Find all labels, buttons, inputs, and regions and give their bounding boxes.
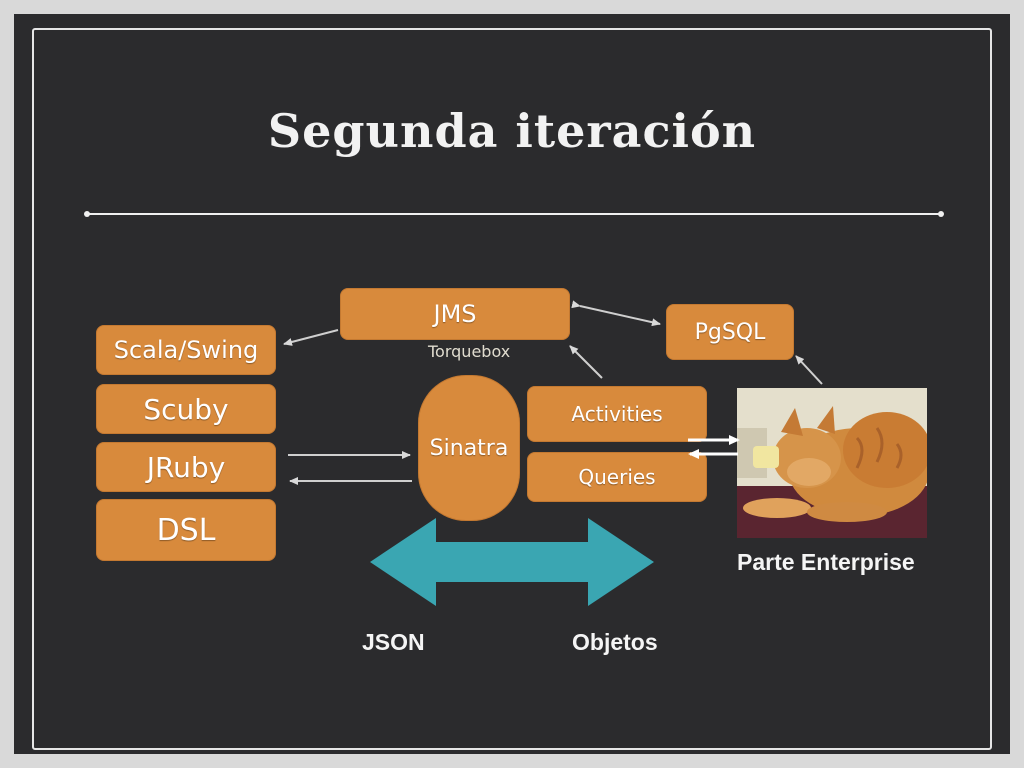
- jms-label: JMS: [433, 300, 477, 328]
- jms-box: JMS: [340, 288, 570, 340]
- torquebox-label: Torquebox: [428, 342, 511, 361]
- cat-illustration: [737, 388, 927, 538]
- activities-label: Activities: [571, 402, 663, 426]
- pgsql-box: PgSQL: [666, 304, 794, 360]
- dsl-label: DSL: [156, 512, 216, 548]
- scuby-box: Scuby: [96, 384, 276, 434]
- json-label: JSON: [362, 629, 425, 655]
- slide-frame: [32, 28, 992, 750]
- dsl-box: DSL: [96, 499, 276, 561]
- arrow-enterprise-to-pgsql: [795, 355, 823, 385]
- jruby-box: JRuby: [96, 442, 276, 492]
- scuby-label: Scuby: [143, 392, 229, 426]
- arrow-activities-to-jms: [569, 345, 603, 379]
- activities-box: Activities: [527, 386, 707, 442]
- arrow-jms-to-scala: [283, 329, 339, 346]
- title-divider: [84, 211, 944, 217]
- pgsql-label: PgSQL: [694, 319, 766, 345]
- jruby-label: JRuby: [146, 450, 226, 484]
- queries-label: Queries: [578, 465, 656, 489]
- queries-box: Queries: [527, 452, 707, 502]
- sinatra-box: Sinatra: [418, 375, 520, 521]
- arrow-jms-pgsql: [571, 300, 661, 327]
- slide-title: Segunda iteración: [267, 104, 757, 158]
- cat-photo: [737, 388, 927, 538]
- scala-swing-label: Scala/Swing: [113, 336, 259, 364]
- parte-enterprise-label: Parte Enterprise: [737, 549, 915, 575]
- json-objetos-double-arrow: [370, 518, 654, 606]
- scala-swing-box: Scala/Swing: [96, 325, 276, 375]
- objetos-label: Objetos: [572, 629, 658, 655]
- sinatra-label: Sinatra: [429, 435, 509, 461]
